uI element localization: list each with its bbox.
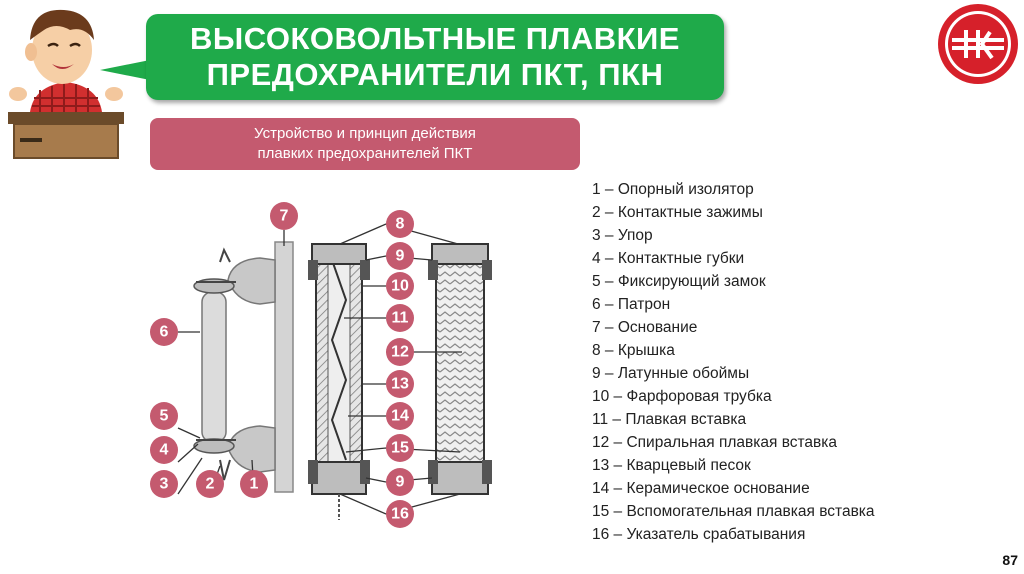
- callout-badge-7: 7: [270, 202, 298, 230]
- title-line-2: ПРЕДОХРАНИТЕЛИ ПКТ, ПКН: [146, 57, 724, 93]
- callout-badge-4: 4: [150, 436, 178, 464]
- legend-item: 5 – Фиксирующий замок: [592, 270, 875, 293]
- callout-badge-3: 3: [150, 470, 178, 498]
- svg-text:14: 14: [391, 408, 409, 425]
- callout-badge-16: 16: [386, 500, 414, 528]
- legend-item: 11 – Плавкая вставка: [592, 408, 875, 431]
- callout-badge-13: 13: [386, 370, 414, 398]
- svg-text:16: 16: [391, 506, 409, 523]
- svg-text:15: 15: [391, 440, 409, 457]
- legend-item: 9 – Латунные обоймы: [592, 362, 875, 385]
- svg-text:9: 9: [396, 474, 405, 491]
- legend-item: 12 – Спиральная плавкая вставка: [592, 431, 875, 454]
- legend-item: 2 – Контактные зажимы: [592, 201, 875, 224]
- legend-item: 6 – Патрон: [592, 293, 875, 316]
- svg-text:6: 6: [160, 324, 169, 341]
- svg-text:13: 13: [391, 376, 409, 393]
- callout-badge-12: 12: [386, 338, 414, 366]
- fuse-cross-section: [308, 244, 370, 520]
- subtitle-line-2: плавких предохранителей ПКТ: [150, 144, 580, 164]
- page-number: 87: [1002, 552, 1018, 568]
- callout-badge-10: 10: [386, 272, 414, 300]
- svg-text:11: 11: [392, 310, 409, 327]
- callout-badge-8: 8: [386, 210, 414, 238]
- fuse-diagram: 7 6 5 4 3 2 1 8 9 10 11 12 13 14 15 9 16: [140, 190, 580, 530]
- svg-text:8: 8: [396, 216, 405, 233]
- svg-text:3: 3: [160, 476, 169, 493]
- callout-badge-11: 11: [386, 304, 414, 332]
- cartoon-boy-icon: [0, 0, 150, 160]
- fuse-side-view: [194, 242, 293, 492]
- svg-text:7: 7: [280, 208, 289, 225]
- svg-text:9: 9: [396, 248, 405, 265]
- svg-text:5: 5: [160, 408, 169, 425]
- svg-text:12: 12: [391, 344, 409, 361]
- legend-item: 7 – Основание: [592, 316, 875, 339]
- legend-item: 13 – Кварцевый песок: [592, 454, 875, 477]
- fuse-spiral-section: [428, 244, 492, 494]
- legend-item: 1 – Опорный изолятор: [592, 178, 875, 201]
- callout-badge-2: 2: [196, 470, 224, 498]
- callout-badge-9: 9: [386, 242, 414, 270]
- legend-item: 4 – Контактные губки: [592, 247, 875, 270]
- page-title: ВЫСОКОВОЛЬТНЫЕ ПЛАВКИЕ ПРЕДОХРАНИТЕЛИ ПК…: [146, 14, 724, 100]
- legend-item: 16 – Указатель срабатывания: [592, 523, 875, 546]
- legend-item: 15 – Вспомогательная плавкая вставка: [592, 500, 875, 523]
- callout-badge-15: 15: [386, 434, 414, 462]
- callout-badge-9: 9: [386, 468, 414, 496]
- legend-item: 8 – Крышка: [592, 339, 875, 362]
- legend-item: 3 – Упор: [592, 224, 875, 247]
- svg-text:1: 1: [250, 476, 259, 493]
- callout-badge-5: 5: [150, 402, 178, 430]
- callout-badge-6: 6: [150, 318, 178, 346]
- svg-text:4: 4: [160, 442, 169, 459]
- svg-text:2: 2: [206, 476, 215, 493]
- ptk-logo-icon: [936, 2, 1020, 86]
- svg-text:10: 10: [391, 278, 409, 295]
- callout-badge-1: 1: [240, 470, 268, 498]
- legend-item: 10 – Фарфоровая трубка: [592, 385, 875, 408]
- legend-item: 14 – Керамическое основание: [592, 477, 875, 500]
- callout-badge-14: 14: [386, 402, 414, 430]
- title-line-1: ВЫСОКОВОЛЬТНЫЕ ПЛАВКИЕ: [146, 21, 724, 57]
- section-subtitle: Устройство и принцип действия плавких пр…: [150, 118, 580, 170]
- subtitle-line-1: Устройство и принцип действия: [150, 124, 580, 144]
